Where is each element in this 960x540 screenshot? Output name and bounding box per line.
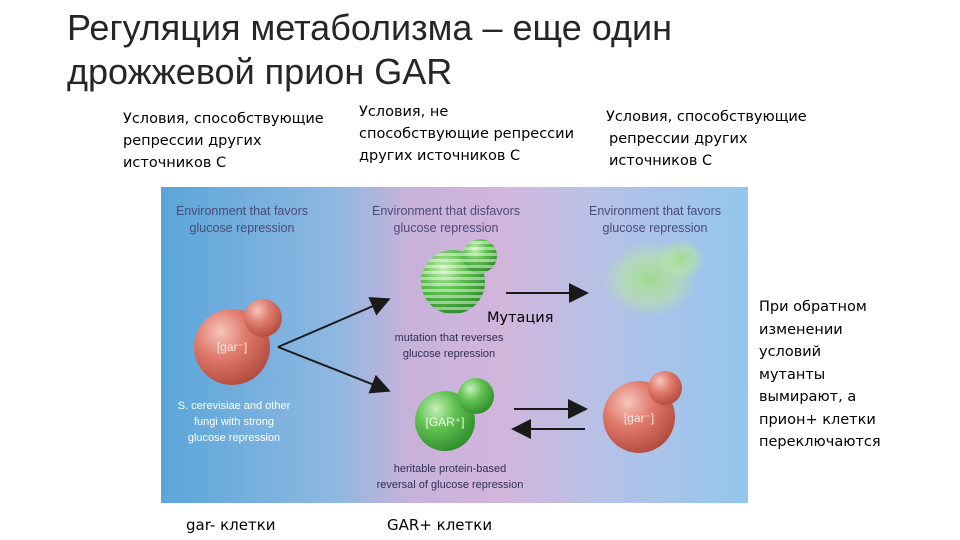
gar-minus-cell-left: [gar⁻] [194, 299, 282, 385]
bottom-label-gar-minus: gar- клетки [186, 516, 276, 534]
condition-left-line-3: источников С [123, 155, 227, 171]
condition-right-line-2: репрессии других [609, 131, 748, 147]
mutation-note-line-2: glucose repression [403, 348, 495, 360]
arrow-to-prion [277, 346, 391, 394]
condition-middle-line-1: Условия, не [359, 104, 449, 120]
condition-middle-line-3: других источников С [359, 148, 521, 164]
condition-left-label: Условия, способствующие репрессии других… [123, 108, 324, 174]
side-note-line-6: прион+ клетки [759, 411, 876, 428]
prion-note-line-2: reversal of glucose repression [377, 479, 524, 491]
condition-middle-line-2: способствующие репрессии [359, 126, 574, 142]
side-note-line-7: переключаются [759, 434, 881, 450]
env-left-line-1: Environment that favors [176, 204, 308, 218]
env-right-line-2: glucose repression [603, 221, 708, 235]
species-note-line-3: glucose repression [188, 432, 280, 444]
gar-plus-cell: [GAR⁺] [415, 378, 494, 451]
species-note-line-1: S. cerevisiae and other [178, 400, 291, 412]
side-note-line-5: вымирают, а [759, 389, 857, 405]
title-line-2: дрожжевой прион GAR [67, 51, 453, 92]
side-note-line-3: условий [759, 344, 822, 360]
gar-minus-cell-right: [gar⁻] [603, 371, 682, 453]
side-note-line-2: изменении [759, 321, 843, 338]
gar-plus-label: [GAR⁺] [425, 415, 464, 429]
condition-right-label: Условия, способствующие репрессии других… [606, 106, 807, 172]
gar-minus-label-right: [gar⁻] [624, 411, 654, 425]
mutation-note-line-1: mutation that reverses [395, 332, 504, 344]
mutation-label: Мутация [487, 310, 554, 326]
gar-minus-label-left: [gar⁻] [217, 340, 247, 354]
bottom-label-gar-plus: GAR+ клетки [387, 516, 493, 534]
condition-right-line-3: источников С [609, 153, 713, 169]
mutant-green-cell [421, 239, 497, 314]
condition-middle-label: Условия, не способствующие репрессии дру… [359, 101, 574, 167]
gar-prion-figure: Environment that favors glucose repressi… [161, 187, 748, 503]
env-middle-line-1: Environment that disfavors [372, 204, 520, 218]
figure-svg: Environment that favors glucose repressi… [161, 187, 748, 503]
dying-mutant-cell [602, 239, 705, 317]
arrow-to-mutant [277, 297, 391, 348]
species-note-line-2: fungi with strong [194, 416, 274, 428]
env-middle-line-2: glucose repression [394, 221, 499, 235]
side-note-line-1: При обратном [759, 299, 867, 315]
condition-left-line-2: репрессии других [123, 133, 262, 149]
env-right-line-1: Environment that favors [589, 204, 721, 218]
title-line-1: Регуляция метаболизма – еще один [67, 7, 672, 48]
prion-note-line-1: heritable protein-based [394, 463, 507, 475]
condition-left-line-1: Условия, способствующие [123, 111, 324, 127]
side-note-line-4: мутанты [759, 366, 826, 383]
side-note: При обратном изменении условий мутанты в… [759, 296, 929, 454]
condition-right-line-1: Условия, способствующие [606, 109, 807, 125]
env-left-line-2: glucose repression [190, 221, 295, 235]
slide-title: Регуляция метаболизма – еще один дрожжев… [67, 6, 672, 94]
